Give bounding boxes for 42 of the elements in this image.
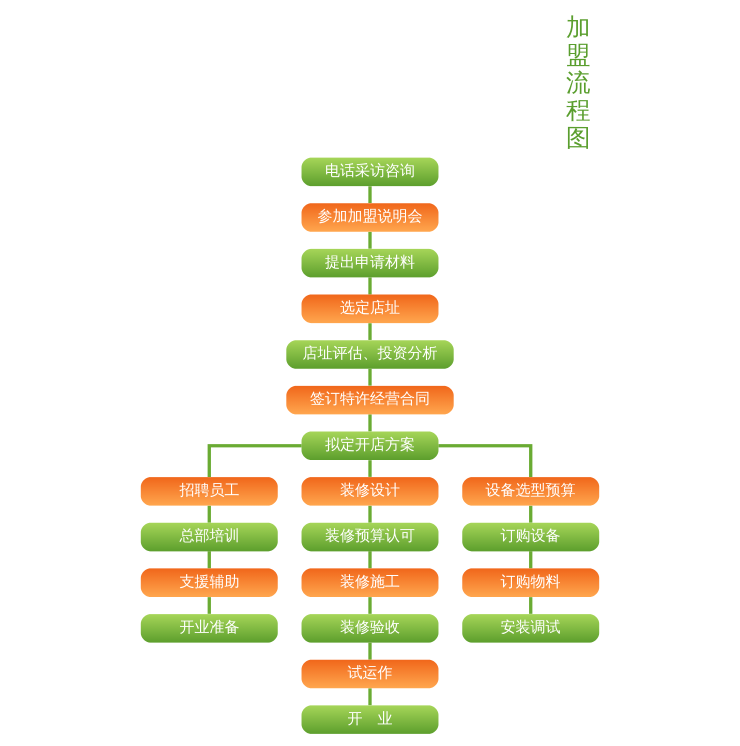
node-box: 店址评估、投资分析 xyxy=(286,340,454,369)
node-box: 开业准备 xyxy=(140,614,278,643)
connector xyxy=(368,642,372,660)
node-box: 设备选型预算 xyxy=(462,477,600,506)
node-box: 安装调试 xyxy=(462,614,600,643)
connector xyxy=(368,186,372,203)
connector xyxy=(368,460,372,477)
connector xyxy=(208,506,211,523)
connector xyxy=(208,597,211,614)
node-box: 订购物料 xyxy=(462,568,600,597)
connector xyxy=(208,552,211,568)
connector xyxy=(529,597,532,614)
connector xyxy=(529,552,532,568)
connector xyxy=(368,232,372,249)
connector xyxy=(368,688,372,706)
connector xyxy=(368,368,372,386)
connector xyxy=(368,323,372,340)
connector xyxy=(368,597,372,614)
node-box: 订购设备 xyxy=(462,522,600,552)
node-box: 开 业 xyxy=(302,705,438,734)
node-box: 装修施工 xyxy=(302,568,438,597)
node-box: 签订特许经营合同 xyxy=(286,386,454,414)
diagram-title: 加盟流程图 xyxy=(566,12,592,152)
connector xyxy=(208,444,302,477)
node-box: 参加加盟说明会 xyxy=(302,203,438,232)
connector xyxy=(368,278,372,294)
node-box: 电话采访咨询 xyxy=(302,158,438,186)
node-box: 试运作 xyxy=(302,660,438,688)
node-box: 装修预算认可 xyxy=(302,522,438,552)
node-box: 支援辅助 xyxy=(140,568,278,597)
node-box: 提出申请材料 xyxy=(302,248,438,278)
node-box: 招聘员工 xyxy=(140,477,278,506)
connector xyxy=(368,552,372,568)
node-box: 拟定开店方案 xyxy=(302,432,438,460)
connector xyxy=(368,414,372,432)
connector xyxy=(438,444,532,477)
connector xyxy=(529,506,532,523)
node-box: 总部培训 xyxy=(140,522,278,552)
connector xyxy=(368,506,372,523)
node-box: 选定店址 xyxy=(302,294,438,324)
node-box: 装修设计 xyxy=(302,477,438,506)
node-box: 装修验收 xyxy=(302,614,438,643)
